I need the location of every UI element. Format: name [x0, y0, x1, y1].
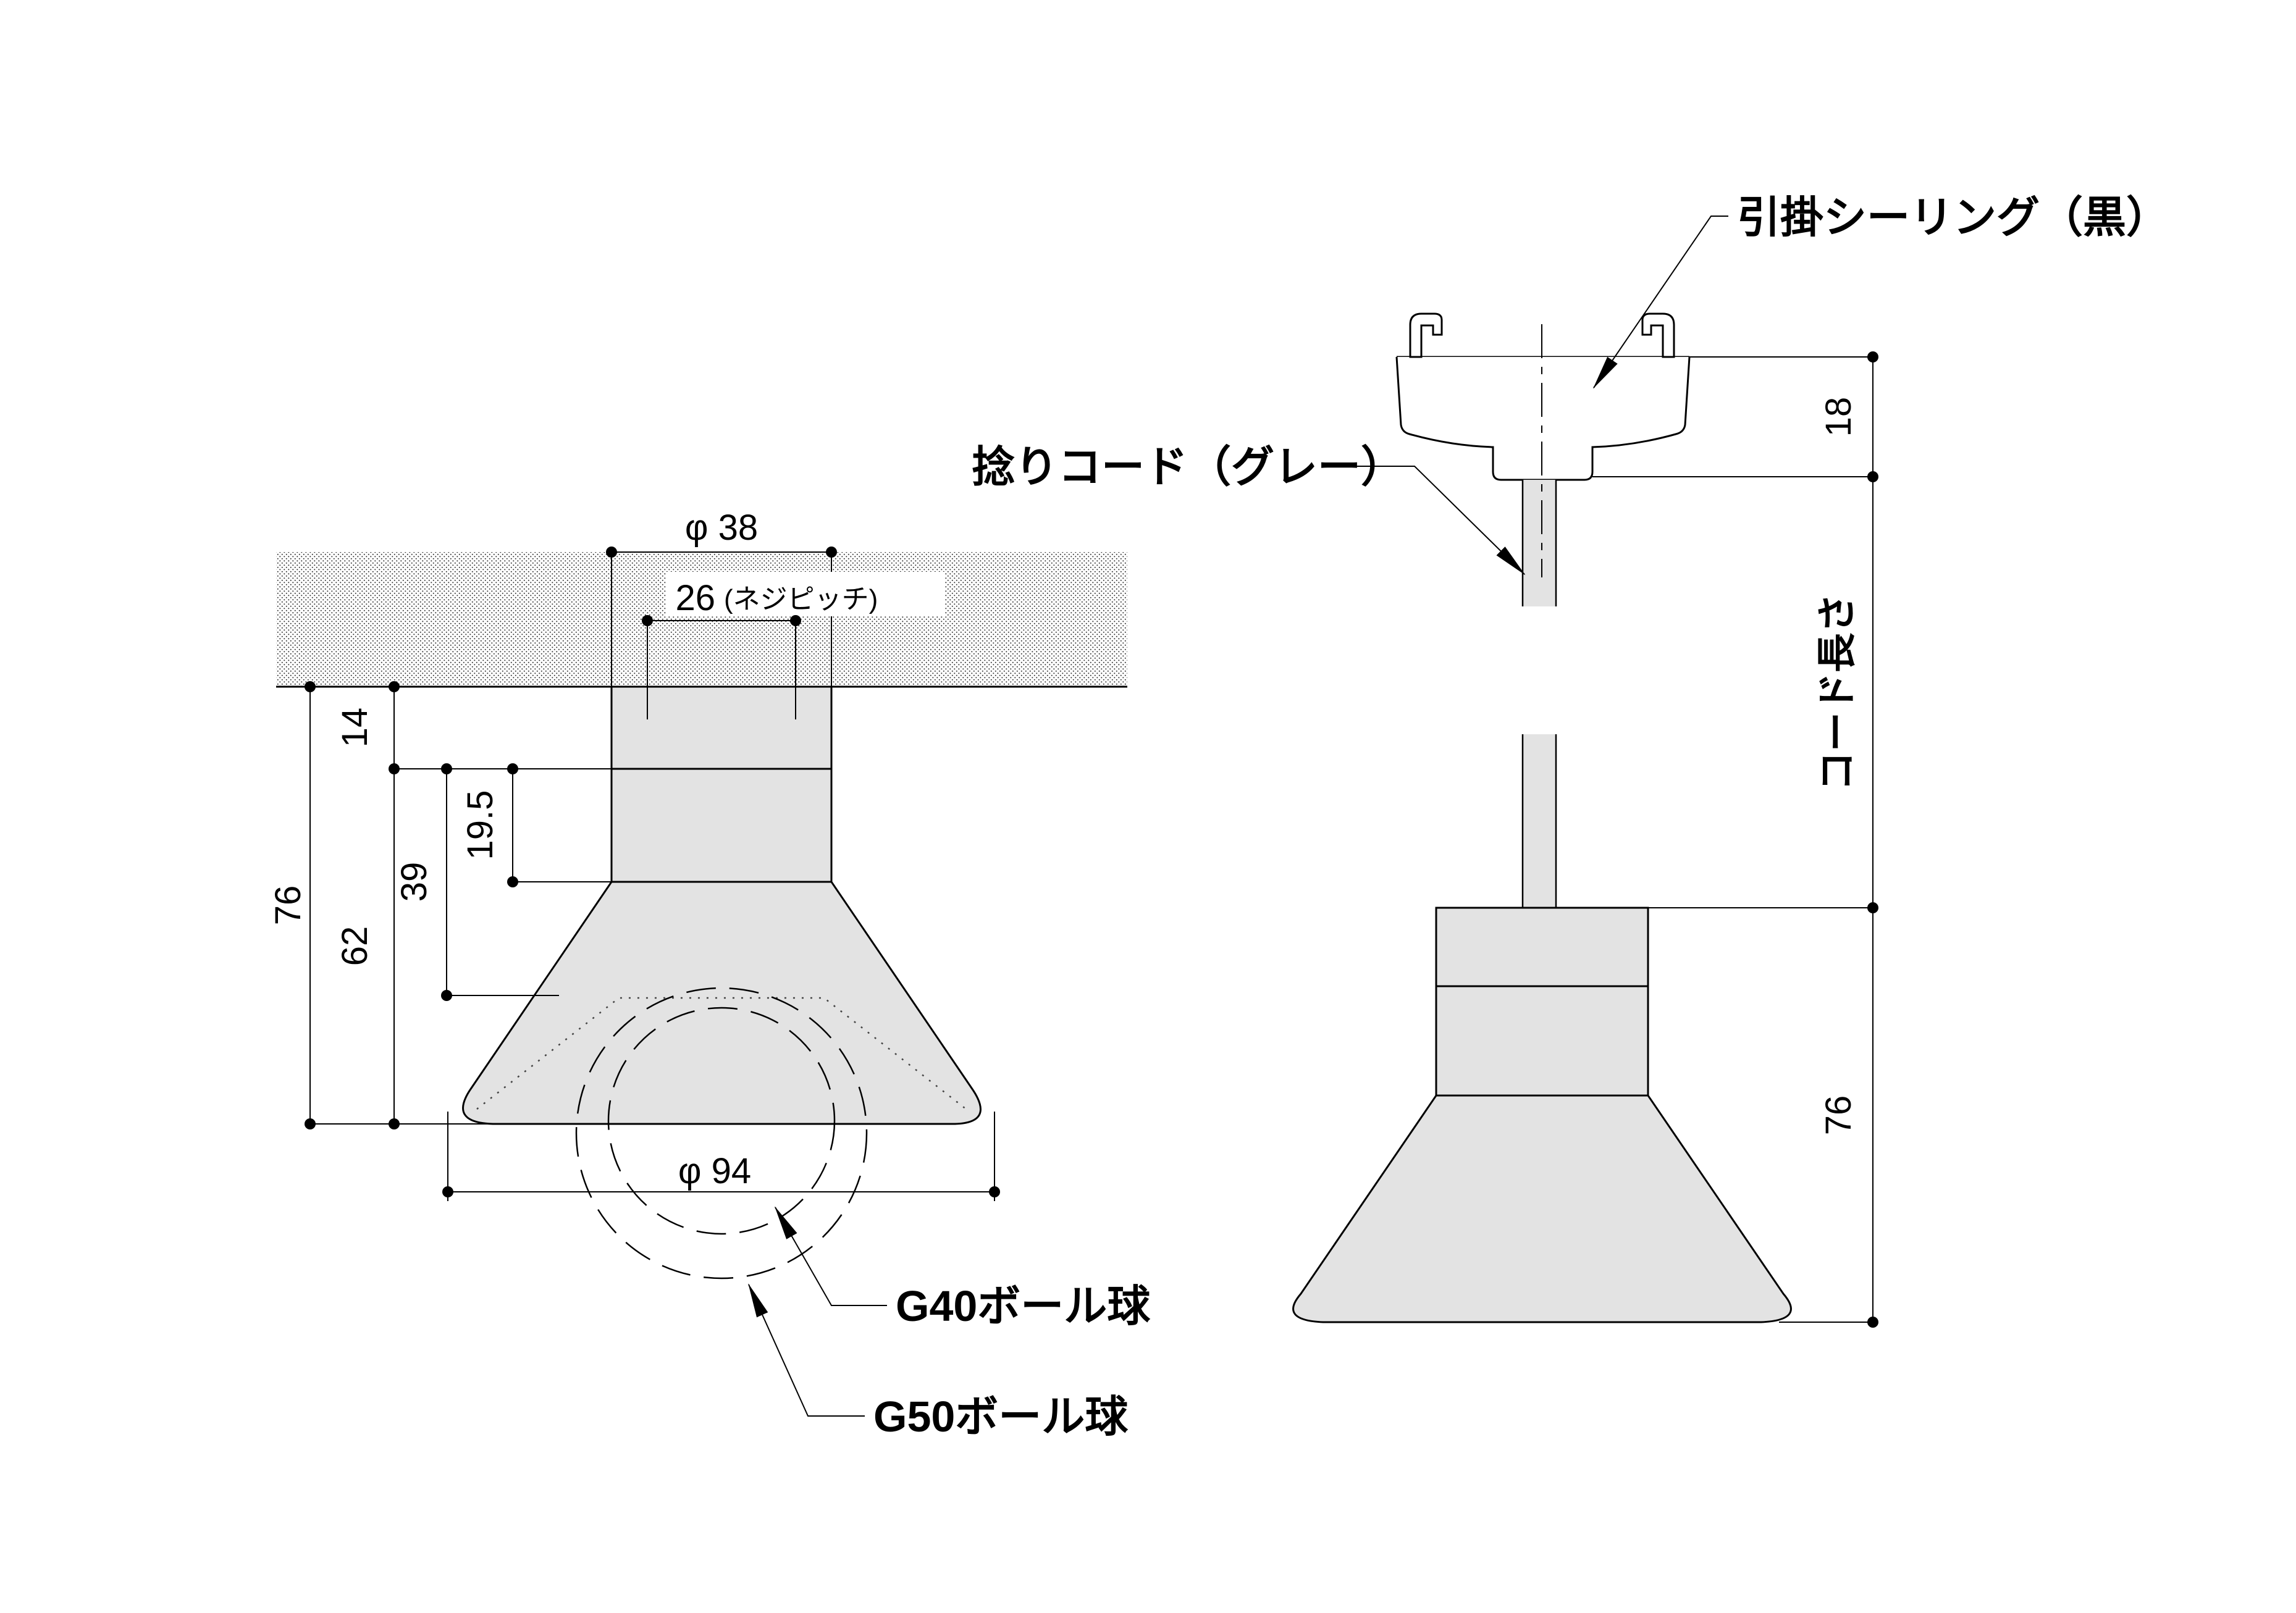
ceiling-cap-body	[1395, 356, 1691, 481]
dim-endpoint-dot	[642, 615, 653, 626]
pendant-shade	[1292, 1094, 1792, 1323]
g40-label: G40ボール球	[896, 1282, 1151, 1330]
dim-phi94: φ 94	[442, 1112, 1000, 1201]
dim-endpoint-dot	[826, 547, 837, 558]
dim-39-text: 39	[394, 862, 434, 902]
lamp-shade	[462, 881, 982, 1125]
cord-upper-segment	[1523, 480, 1556, 606]
text-halo	[666, 572, 945, 616]
text-halo	[647, 1149, 782, 1188]
ceiling-cap-left-prong	[1409, 312, 1443, 358]
dim-phi38: φ 38	[606, 508, 837, 687]
dim-right-stack: 18 コード長さ 76	[1592, 351, 1878, 1328]
g50-leader-line	[748, 1283, 865, 1417]
dim-screw-pitch: 26 (ネジピッチ)	[642, 572, 945, 719]
dim-19-5-text: 19.5	[460, 790, 500, 860]
ceiling-cap	[1395, 312, 1691, 481]
dim-endpoint-dot	[1867, 902, 1878, 913]
dim-endpoint-dot	[790, 615, 801, 626]
dim-endpoint-dot	[442, 1186, 453, 1197]
hanging-cord	[1521, 480, 1557, 908]
shade-inner-hidden-line	[476, 997, 967, 1110]
ceiling-cap-callout: 引掛シーリング（黒）	[1592, 193, 2169, 389]
lamp-neck	[610, 685, 833, 883]
dim-phi38-text: φ 38	[685, 508, 758, 548]
dim-cord-length-text: コード長さ	[1815, 593, 1859, 791]
g50-bulb-circle	[575, 987, 868, 1280]
cord-lower-segment	[1523, 734, 1556, 908]
ceiling-cap-leader-line	[1592, 216, 1728, 389]
dim-76-right-text: 76	[1819, 1096, 1859, 1136]
pendant-neck	[1435, 907, 1649, 1097]
dim-14-text: 14	[335, 708, 375, 748]
cord-callout: 捻りコード（グレー）	[972, 443, 1526, 576]
right-view: 18 コード長さ 76 引掛シーリング（黒） 捻りコード（グレー）	[972, 193, 2169, 1328]
dim-endpoint-dot	[989, 1186, 1000, 1197]
dim-endpoint-dot	[389, 681, 400, 692]
g50-callout: G50ボール球	[748, 1283, 1129, 1441]
dim-screw-pitch-note: (ネジピッチ)	[724, 584, 878, 614]
g50-label: G50ボール球	[873, 1393, 1129, 1441]
dim-62-text: 62	[335, 926, 375, 966]
dim-left-stack: 76 14 62 39 19.5	[268, 681, 612, 1129]
cord-label: 捻りコード（グレー）	[972, 443, 1404, 491]
dim-endpoint-dot	[606, 547, 617, 558]
cord-leader-line	[1329, 466, 1526, 576]
dim-26-text: 26	[675, 578, 715, 618]
g40-leader-line	[775, 1206, 887, 1306]
dim-phi94-text: φ 94	[678, 1151, 751, 1191]
left-view: φ 38 26 (ネジピッチ) 76 14 62	[268, 508, 1151, 1441]
dim-76-left-text: 76	[268, 886, 308, 926]
ceiling-cap-label: 引掛シーリング（黒）	[1737, 193, 2169, 241]
dim-18-text: 18	[1819, 397, 1859, 437]
ceiling-cap-right-prong	[1641, 312, 1675, 358]
g40-callout: G40ボール球	[775, 1206, 1151, 1330]
dim-endpoint-dot	[1867, 351, 1878, 362]
dim-endpoint-dot	[1867, 471, 1878, 482]
g40-bulb-circle	[607, 1007, 836, 1235]
dim-endpoint-dot	[305, 681, 316, 692]
dim-endpoint-dot	[1867, 1317, 1878, 1328]
